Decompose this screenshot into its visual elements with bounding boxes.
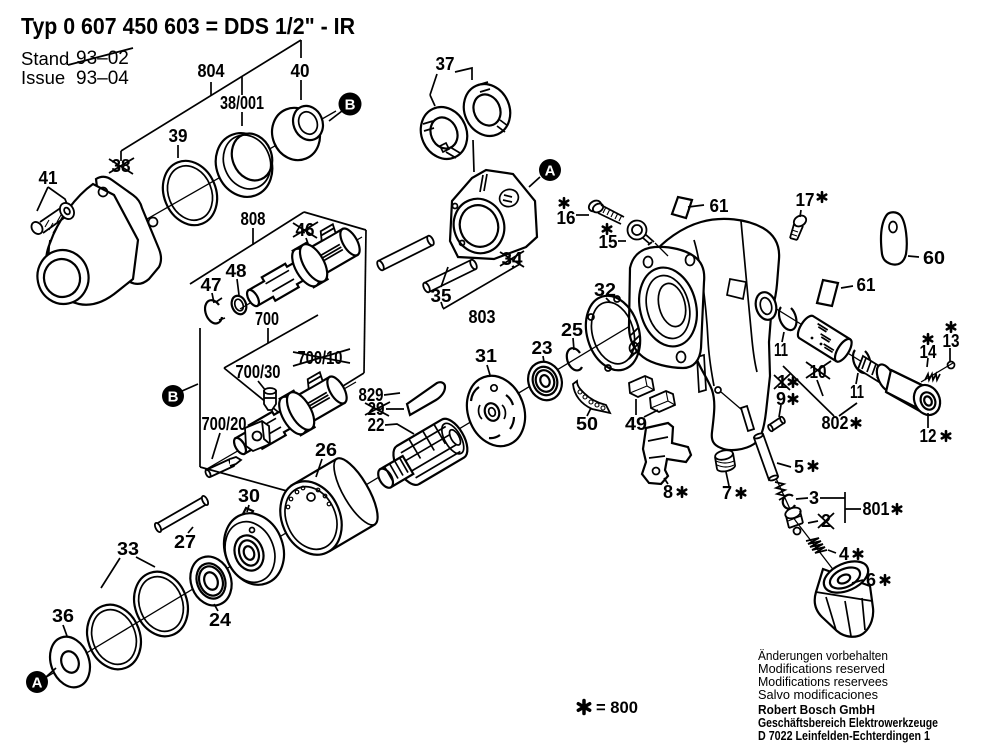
- svg-text:Salvo modificaciones: Salvo modificaciones: [758, 687, 878, 702]
- svg-text:5: 5: [794, 457, 804, 477]
- svg-text:60: 60: [923, 248, 945, 268]
- svg-text:17: 17: [796, 190, 815, 210]
- svg-text:700/30: 700/30: [236, 362, 281, 382]
- svg-text:50: 50: [576, 414, 598, 434]
- svg-text:25: 25: [561, 320, 583, 340]
- svg-text:30: 30: [238, 486, 260, 506]
- svg-text:Stand: Stand: [21, 48, 69, 69]
- svg-text:Typ 0 607 450 603 = DDS 1/2" -: Typ 0 607 450 603 = DDS 1/2" - IR: [21, 13, 355, 39]
- svg-text:23: 23: [532, 338, 553, 358]
- svg-text:49: 49: [625, 414, 647, 434]
- svg-text:Modifications reserved: Modifications reserved: [758, 661, 885, 676]
- svg-text:16: 16: [557, 208, 576, 228]
- svg-text:808: 808: [241, 209, 266, 229]
- svg-text:7: 7: [722, 483, 732, 503]
- svg-text:26: 26: [315, 440, 337, 460]
- svg-text:35: 35: [431, 286, 452, 306]
- svg-text:= 800: = 800: [596, 698, 638, 717]
- svg-text:A: A: [32, 675, 43, 692]
- svg-text:829: 829: [359, 385, 384, 405]
- svg-text:40: 40: [291, 61, 310, 81]
- svg-text:802: 802: [822, 413, 849, 433]
- svg-text:61: 61: [857, 275, 876, 295]
- svg-text:47: 47: [201, 275, 222, 295]
- svg-text:700: 700: [255, 309, 279, 329]
- svg-text:11: 11: [774, 340, 788, 360]
- svg-text:24: 24: [209, 610, 231, 630]
- svg-text:14: 14: [920, 342, 937, 362]
- svg-text:41: 41: [39, 168, 58, 188]
- svg-text:12: 12: [920, 426, 937, 446]
- svg-text:22: 22: [368, 415, 385, 435]
- svg-text:Issue: Issue: [21, 67, 65, 88]
- svg-text:36: 36: [52, 606, 74, 626]
- svg-text:93–02: 93–02: [76, 48, 129, 69]
- svg-text:31: 31: [475, 346, 497, 366]
- svg-text:700/20: 700/20: [202, 414, 247, 434]
- svg-text:803: 803: [469, 307, 496, 327]
- svg-text:11: 11: [850, 382, 864, 402]
- svg-text:Robert Bosch GmbH: Robert Bosch GmbH: [758, 702, 875, 717]
- svg-text:13: 13: [943, 331, 960, 351]
- svg-text:A: A: [545, 163, 556, 180]
- svg-text:804: 804: [198, 61, 225, 81]
- svg-text:6: 6: [866, 570, 876, 590]
- svg-text:4: 4: [839, 544, 849, 564]
- svg-text:3: 3: [809, 488, 819, 508]
- svg-text:61: 61: [710, 196, 729, 216]
- svg-text:33: 33: [117, 539, 139, 559]
- svg-text:93–04: 93–04: [76, 68, 129, 89]
- svg-text:48: 48: [226, 261, 247, 281]
- svg-text:B: B: [168, 389, 179, 406]
- svg-text:37: 37: [436, 54, 455, 74]
- svg-text:32: 32: [594, 280, 616, 300]
- svg-text:9: 9: [776, 389, 786, 409]
- svg-text:27: 27: [174, 532, 196, 552]
- svg-text:Geschäftsbereich Elektrowerkze: Geschäftsbereich Elektrowerkzeuge: [758, 715, 938, 730]
- svg-text:39: 39: [169, 126, 188, 146]
- svg-text:15: 15: [599, 232, 618, 252]
- svg-text:B: B: [345, 97, 356, 114]
- svg-text:8: 8: [663, 482, 673, 502]
- svg-text:D 7022 Leinfelden-Echterdingen: D 7022 Leinfelden-Echterdingen 1: [758, 728, 930, 743]
- svg-text:38/001: 38/001: [220, 93, 264, 113]
- svg-text:801: 801: [863, 499, 890, 519]
- svg-text:Änderungen vorbehalten: Änderungen vorbehalten: [758, 648, 888, 663]
- svg-text:Modifications reservees: Modifications reservees: [758, 674, 888, 689]
